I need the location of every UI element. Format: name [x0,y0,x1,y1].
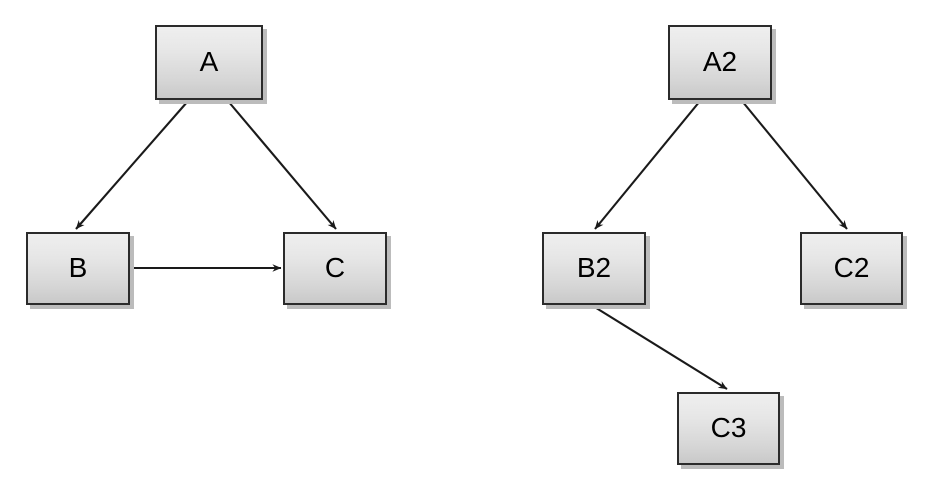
edge-b2-to-c3 [592,305,728,390]
node-a[interactable]: A [155,25,263,100]
node-label: A2 [702,45,738,77]
node-c[interactable]: C [283,232,387,305]
node-b[interactable]: B [26,232,130,305]
node-label: A [199,45,219,77]
node-c2[interactable]: C2 [800,232,903,305]
node-a2[interactable]: A2 [668,25,772,100]
node-label: C2 [833,251,870,283]
node-label: C [324,251,346,283]
edge-a-to-b [75,100,189,230]
edge-a-to-c [227,100,337,230]
node-label: C3 [710,411,747,443]
node-label: B [68,251,88,283]
node-label: B2 [576,251,612,283]
node-c3[interactable]: C3 [677,392,780,465]
edge-a2-to-b2 [594,100,701,230]
edge-a2-to-c2 [741,100,848,230]
node-b2[interactable]: B2 [542,232,646,305]
